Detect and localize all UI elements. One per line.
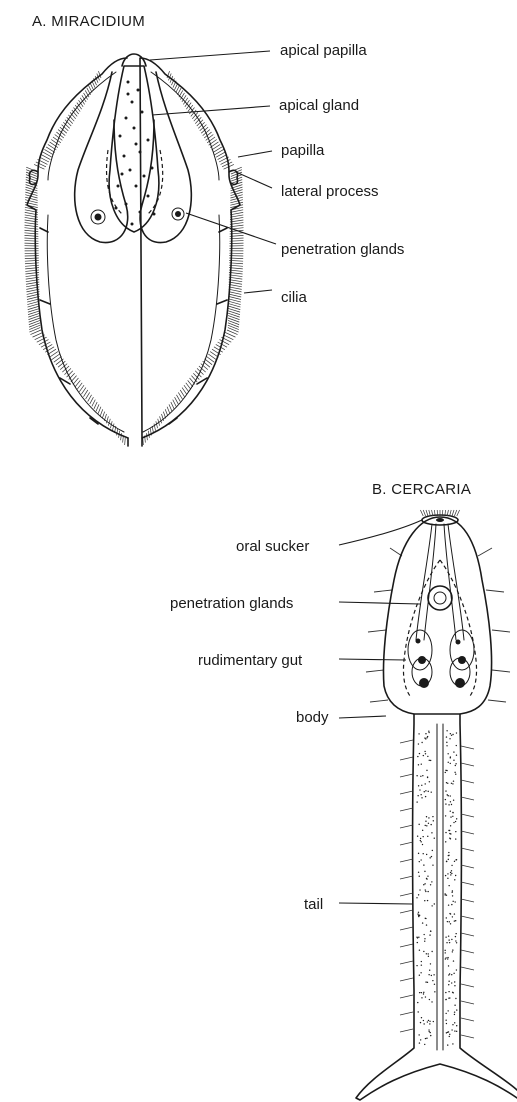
- label-apical-papilla: apical papilla: [280, 42, 367, 59]
- label-tail: tail: [304, 896, 323, 913]
- rudimentary-gut: [403, 560, 476, 696]
- miracidium-drawing: [24, 54, 243, 446]
- oral-sucker-spines: [420, 510, 459, 516]
- label-penetration-glands-b: penetration glands: [170, 595, 293, 612]
- label-cilia: cilia: [281, 289, 307, 306]
- ventral-sucker: [428, 586, 452, 610]
- cercaria-body-outline: [383, 517, 491, 714]
- leader-cilia: [244, 290, 272, 293]
- panel-a-title: A. MIRACIDIUM: [32, 13, 145, 30]
- gland-nucleus-right-core: [175, 211, 181, 217]
- panel-b-title: B. CERCARIA: [372, 481, 471, 498]
- miracidium-posterior-notch: [128, 438, 142, 446]
- label-oral-sucker: oral sucker: [236, 538, 309, 555]
- leader-penetration-glands-b: [339, 602, 420, 604]
- gland-nucleus-left-core: [95, 214, 102, 221]
- label-apical-gland: apical gland: [279, 97, 359, 114]
- leader-body: [339, 716, 386, 718]
- leader-apical-gland: [152, 106, 270, 115]
- apical-gland-granules: [115, 81, 156, 226]
- apical-papilla-cap: [122, 54, 146, 66]
- leader-tail: [339, 903, 412, 904]
- cercaria-body-bristles: [366, 548, 510, 702]
- label-body: body: [296, 709, 329, 726]
- leader-oral-sucker: [339, 520, 422, 545]
- leader-rudimentary-gut: [339, 659, 406, 660]
- oral-sucker-mouth: [436, 518, 444, 522]
- cercaria-tail-midline: [437, 724, 443, 1050]
- label-penetration-glands-a: penetration glands: [281, 241, 404, 258]
- label-lateral-process: lateral process: [281, 183, 379, 200]
- cercaria-drawing: [356, 510, 517, 1100]
- miracidium-body-outline: [27, 58, 240, 438]
- leader-papilla: [238, 151, 272, 157]
- ventral-sucker-inner: [434, 592, 446, 604]
- leader-apical-papilla: [150, 51, 270, 60]
- cercaria-gland-ducts: [416, 524, 464, 640]
- label-papilla: papilla: [281, 142, 325, 159]
- label-rudimentary-gut: rudimentary gut: [198, 652, 303, 669]
